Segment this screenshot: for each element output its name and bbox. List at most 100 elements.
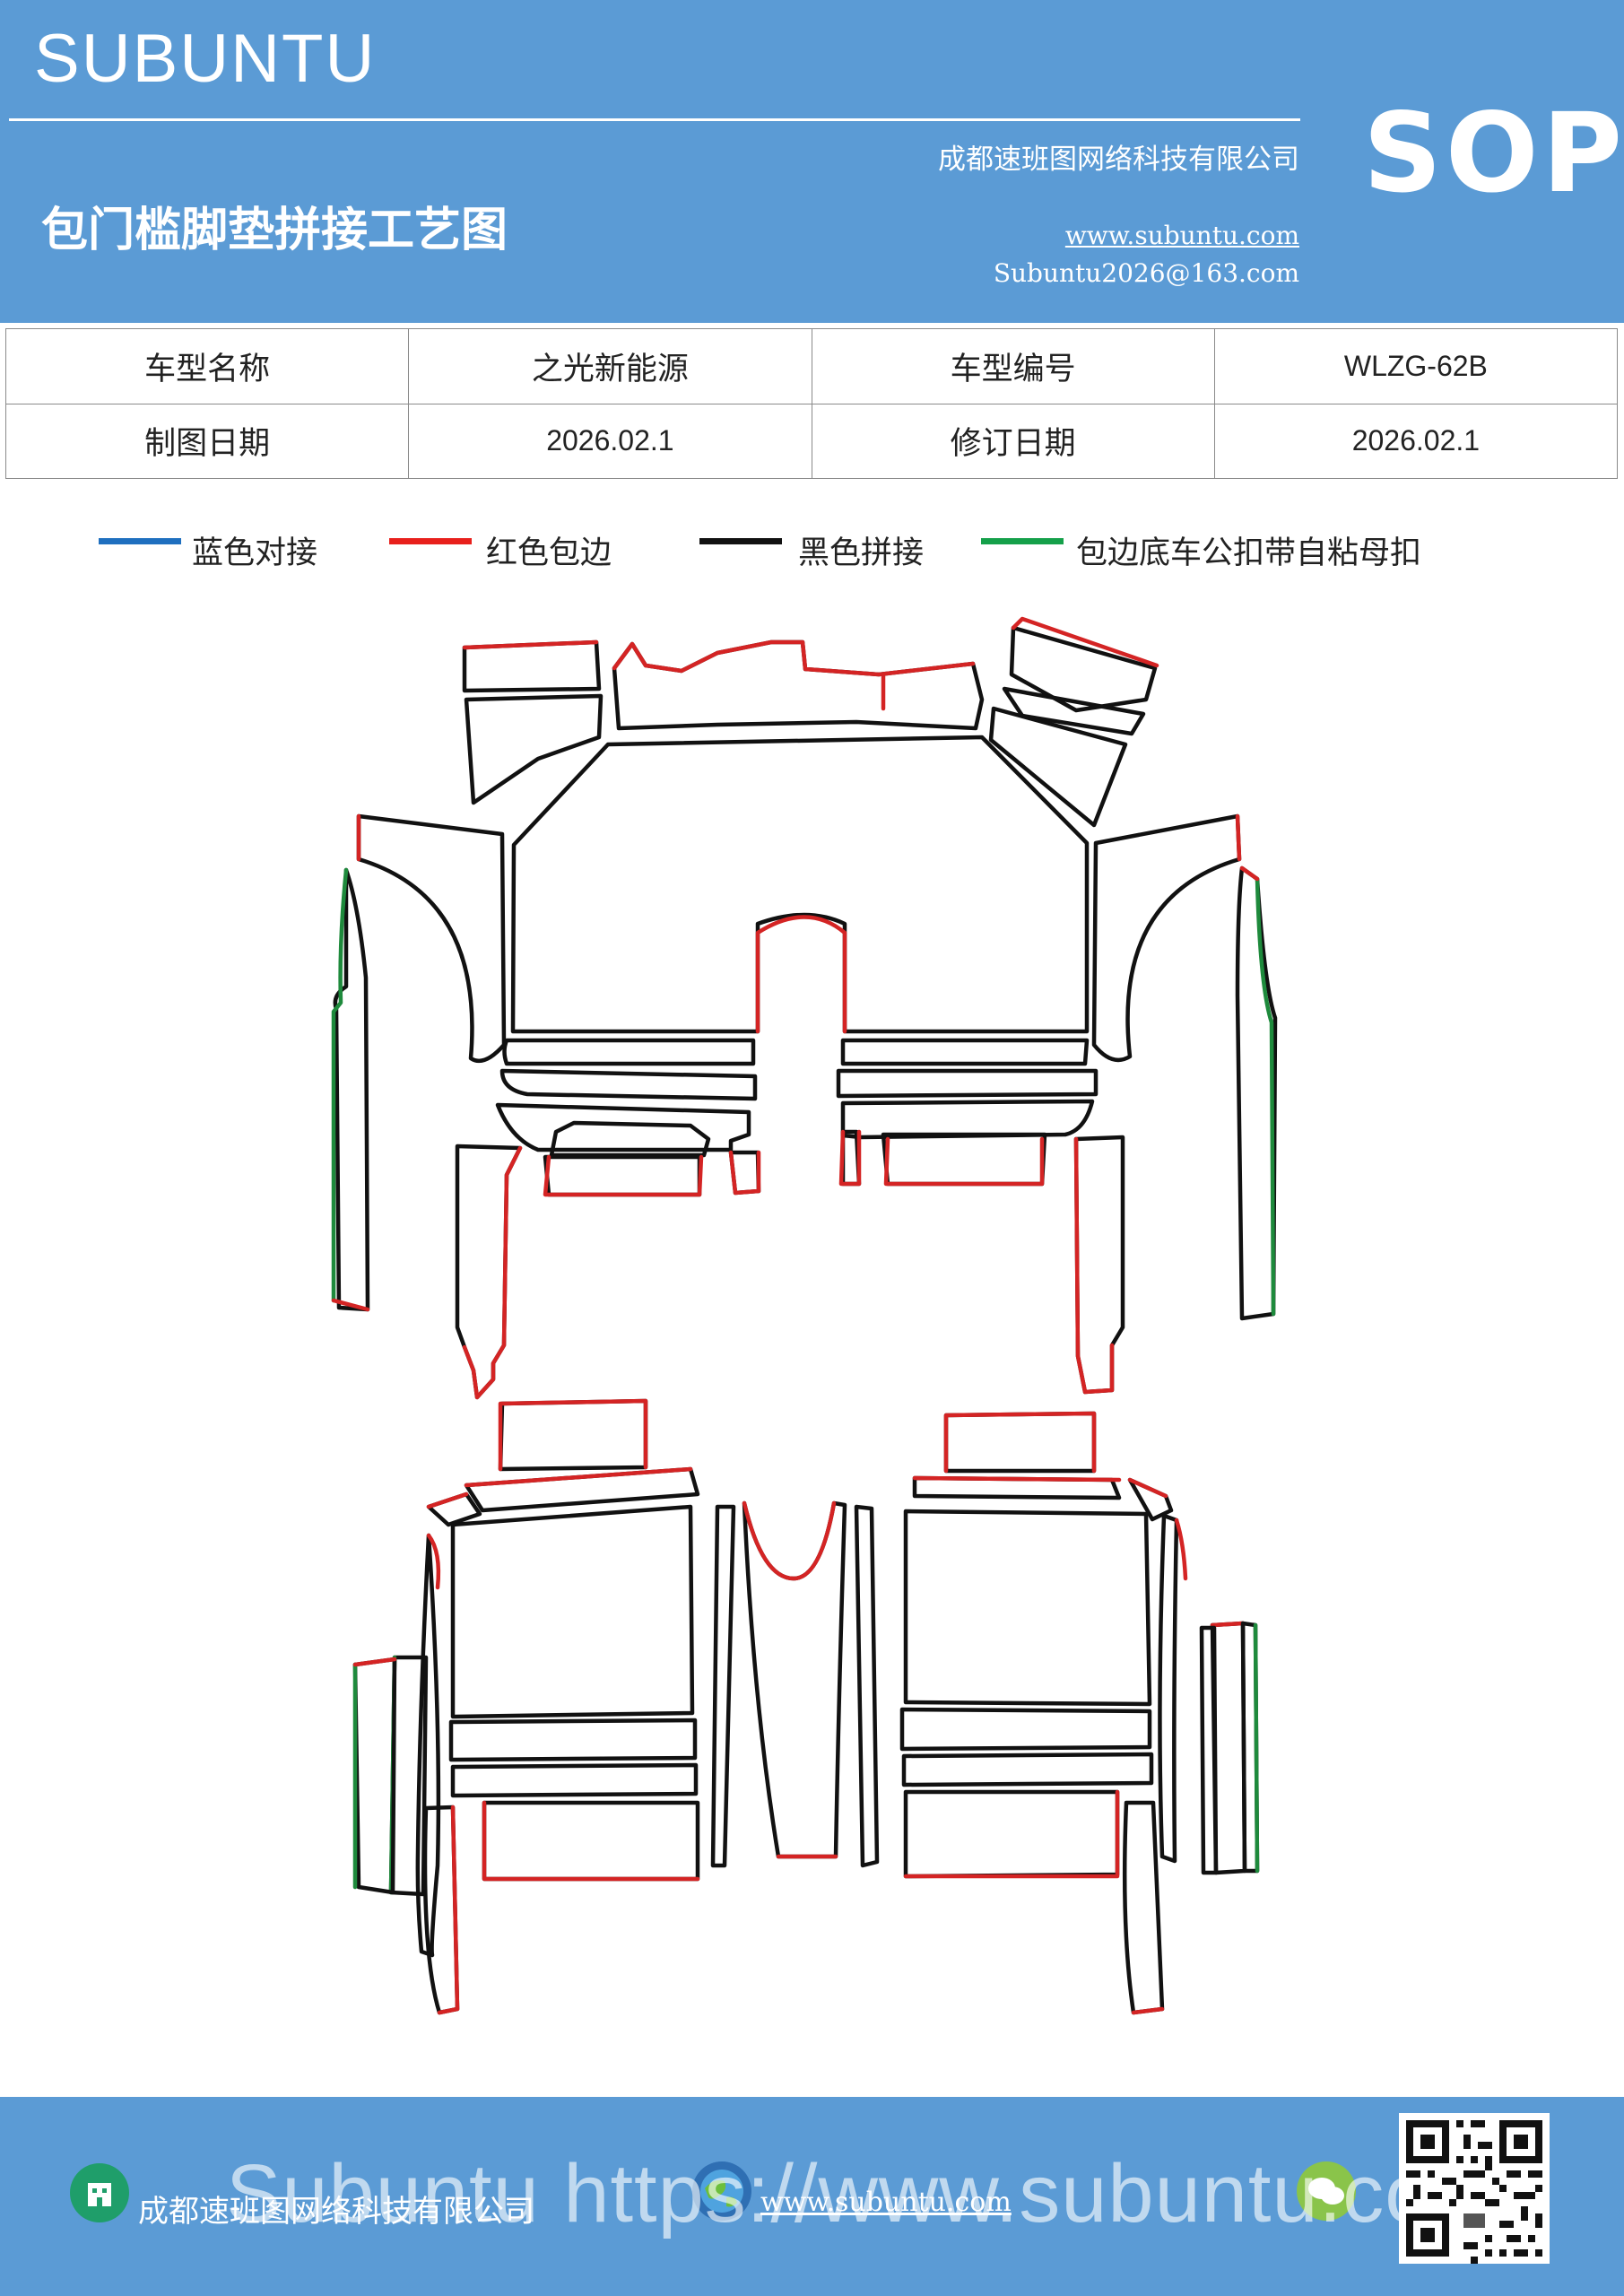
- header-divider: [9, 118, 1300, 121]
- table-cell: 2026.02.1: [1213, 403, 1619, 479]
- mat-edge: [464, 1466, 693, 1488]
- header-banner: SUBUNTU SOP 成都速班图网络科技有限公司 www.subuntu.co…: [0, 0, 1624, 323]
- legend-swatch-blue: [99, 538, 181, 544]
- mat-edge: [352, 1657, 397, 1667]
- mat-edge: [426, 1492, 469, 1509]
- table-cell: 制图日期: [4, 403, 410, 479]
- mat-piece: [901, 1752, 1154, 1787]
- mat-piece: [943, 1411, 1097, 1474]
- mat-piece: [612, 639, 985, 731]
- legend-item-red: 红色包边: [389, 527, 658, 571]
- header-email[interactable]: Subuntu2026@163.com: [993, 258, 1299, 288]
- mat-piece: [1158, 1513, 1179, 1864]
- mat-piece: [448, 1718, 698, 1762]
- mat-piece: [881, 1132, 1047, 1187]
- footer-banner: 成都速班图网络科技有限公司 www.subuntu.com Subuntu ht…: [0, 2097, 1624, 2296]
- mat-edge: [1239, 865, 1260, 882]
- mat-edge: [1011, 616, 1159, 668]
- mat-edge: [437, 1805, 460, 2015]
- footer-website-link[interactable]: www.subuntu.com: [760, 2187, 1012, 2218]
- mat-edge: [1235, 813, 1242, 862]
- mat-edge: [426, 1533, 441, 1590]
- mat-piece: [1235, 865, 1278, 1321]
- mat-piece: [482, 1800, 700, 1882]
- table-row: 制图日期 2026.02.1 修订日期 2026.02.1: [4, 403, 1619, 479]
- mat-piece: [854, 1504, 880, 1868]
- mat-piece: [1009, 625, 1158, 713]
- mat-edge: [912, 1475, 1122, 1483]
- mat-edge: [1174, 1518, 1188, 1581]
- mat-piece: [450, 1762, 699, 1798]
- footer-watermark: Subuntu https://www.subuntu.com: [226, 2148, 1502, 2239]
- mat-piece: [840, 1038, 1090, 1066]
- mat-edge: [838, 1129, 862, 1187]
- mat-piece: [988, 706, 1128, 828]
- mat-piece: [450, 1504, 695, 1719]
- mat-piece: [899, 1707, 1152, 1752]
- mat-edge: [482, 1800, 700, 1882]
- table-cell: WLZG-62B: [1213, 328, 1619, 404]
- header-website-link[interactable]: www.subuntu.com: [1064, 221, 1299, 250]
- building-icon: [70, 2163, 129, 2222]
- mat-edge: [883, 1136, 1045, 1187]
- legend-label: 黑色拼接: [798, 535, 925, 571]
- legend-label: 包边底车公扣带自粘母扣: [1076, 535, 1422, 571]
- globe-icon: [692, 2161, 751, 2221]
- mat-piece: [499, 1068, 758, 1101]
- mat-piece: [840, 1129, 862, 1187]
- table-cell: 车型编号: [811, 328, 1215, 404]
- mat-edge: [331, 867, 349, 1303]
- mat-edge: [1131, 2006, 1165, 2015]
- mat-edge: [462, 639, 599, 650]
- mat-piece: [543, 1154, 702, 1197]
- mat-piece: [710, 1504, 736, 1868]
- legend-item-black: 黑色拼接: [699, 527, 968, 571]
- table-cell: 之光新能源: [408, 328, 812, 404]
- legend-label: 蓝色对接: [192, 535, 318, 571]
- legend-label: 红色包边: [486, 535, 612, 571]
- mat-edge: [1127, 1477, 1168, 1499]
- mat-piece: [1002, 686, 1146, 736]
- mat-piece: [462, 639, 602, 693]
- mat-piece: [1073, 1135, 1125, 1395]
- mat-piece: [1122, 1800, 1165, 2015]
- mat-edge: [728, 1150, 761, 1196]
- legend-swatch-green: [981, 538, 1064, 544]
- brand-name: SUBUNTU: [34, 21, 377, 97]
- mat-edge: [612, 639, 976, 677]
- table-cell: 2026.02.1: [408, 403, 812, 479]
- sop-badge: SOP: [1363, 90, 1624, 217]
- mat-edge: [943, 1411, 1097, 1474]
- table-row: 车型名称 之光新能源 车型编号 WLZG-62B: [4, 328, 1619, 404]
- mat-piece: [455, 1144, 523, 1400]
- mat-edge: [543, 1154, 704, 1197]
- footer-company: 成都速班图网络科技有限公司: [138, 2194, 534, 2230]
- mat-edge: [462, 1145, 523, 1400]
- mat-piece: [1199, 1625, 1219, 1875]
- legend-swatch-red: [389, 538, 472, 544]
- mat-edge: [331, 1298, 370, 1312]
- mat-piece: [502, 1038, 756, 1066]
- mat-piece: [742, 1500, 847, 1859]
- mat-piece: [415, 1533, 441, 1958]
- legend-item-green: 包边底车公扣带自粘母扣: [981, 527, 1483, 571]
- mat-edge: [903, 1789, 1120, 1879]
- qr-code: [1399, 2113, 1550, 2264]
- legend-swatch-black: [699, 538, 782, 544]
- vehicle-info-table: 车型名称 之光新能源 车型编号 WLZG-62B 制图日期 2026.02.1 …: [4, 328, 1619, 479]
- table-cell: 修订日期: [811, 403, 1215, 479]
- mat-edge: [1073, 1136, 1115, 1395]
- wechat-icon: [1297, 2161, 1356, 2221]
- legend-item-blue: 蓝色对接: [99, 527, 368, 571]
- mat-piece: [464, 693, 604, 805]
- mat-edge: [1210, 1621, 1246, 1628]
- mat-piece: [495, 1102, 751, 1152]
- mat-piece: [356, 813, 507, 1064]
- table-cell: 车型名称: [4, 328, 410, 404]
- mat-edge: [1253, 1622, 1260, 1874]
- mat-piece: [352, 1657, 397, 1895]
- mat-piece: [903, 1789, 1120, 1879]
- mat-edge: [742, 1500, 837, 1581]
- mat-piece: [1091, 813, 1242, 1063]
